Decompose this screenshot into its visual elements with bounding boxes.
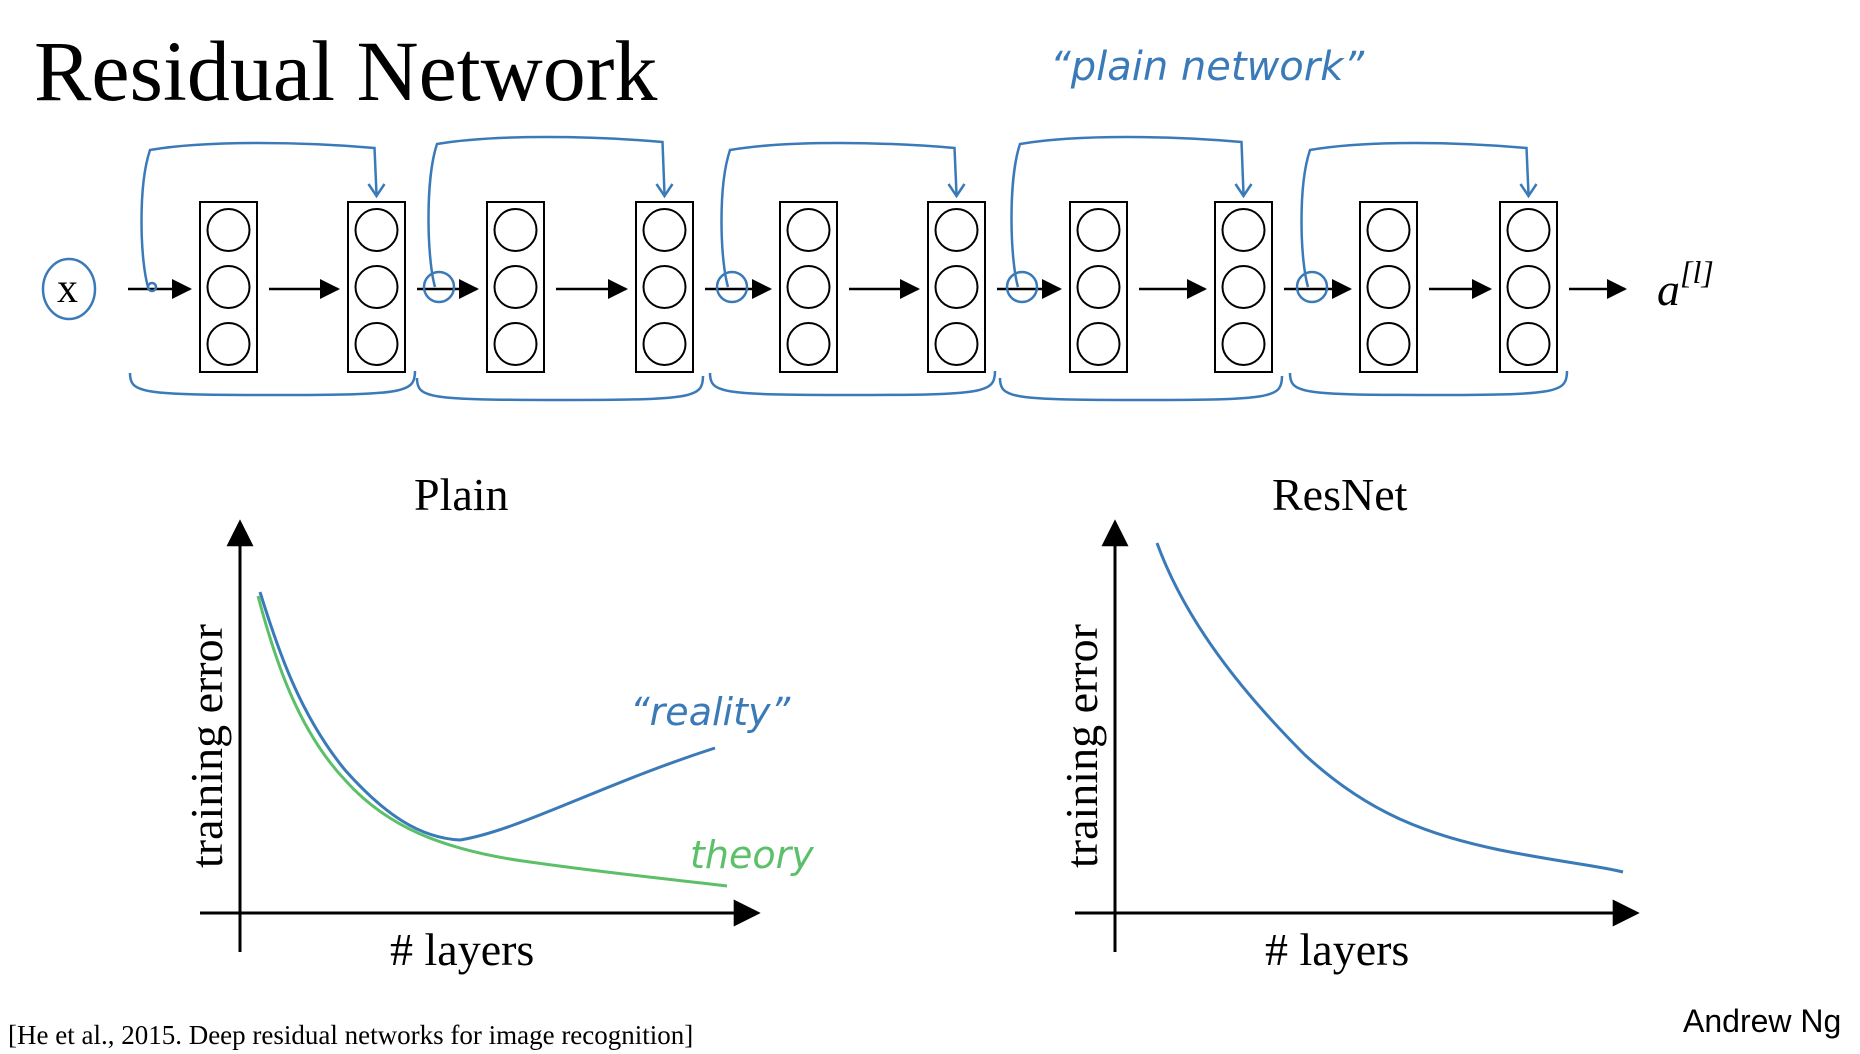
slide-title: Residual Network xyxy=(34,23,657,119)
layer-box-4 xyxy=(635,201,694,373)
layer-box-1 xyxy=(199,201,258,373)
author-name: Andrew Ng xyxy=(1683,1003,1841,1039)
neuron-6-3 xyxy=(934,322,979,366)
input-node-label: x xyxy=(57,266,78,312)
plain-theory-curve xyxy=(256,595,728,888)
neuron-4-3 xyxy=(642,322,687,366)
plain-y-label: training error xyxy=(181,624,232,868)
resnet-chart-title: ResNet xyxy=(1272,469,1408,520)
plain-network-annotation: “plain network” xyxy=(1050,44,1364,90)
skip-origin-4 xyxy=(1005,270,1039,304)
skip-arrowhead-1 xyxy=(367,183,386,199)
neuron-1-2 xyxy=(206,265,251,309)
neuron-5-2 xyxy=(786,265,831,309)
citation: [He et al., 2015. Deep residual networks… xyxy=(8,1020,693,1050)
neuron-3-1 xyxy=(493,208,538,252)
plain-chart-title: Plain xyxy=(414,469,509,520)
neuron-1-3 xyxy=(206,322,251,366)
neuron-1-1 xyxy=(206,208,251,252)
neuron-4-2 xyxy=(642,265,687,309)
resnet-chart: ResNet # layers training error xyxy=(1056,469,1640,975)
plain-chart: Plain # layers training error “reality” … xyxy=(181,469,814,975)
neuron-2-1 xyxy=(354,208,399,252)
neuron-8-2 xyxy=(1221,265,1266,309)
skip-connection-3 xyxy=(720,141,958,288)
layer-box-6 xyxy=(927,201,986,373)
block-brace-4 xyxy=(998,375,1284,402)
neuron-4-1 xyxy=(642,208,687,252)
neuron-8-1 xyxy=(1221,208,1266,252)
neuron-5-3 xyxy=(786,322,831,366)
resnet-y-label: training error xyxy=(1056,624,1107,868)
layer-box-5 xyxy=(779,201,838,373)
neuron-9-3 xyxy=(1366,322,1411,366)
skip-origin-5 xyxy=(1295,270,1329,304)
skip-connection-5 xyxy=(1300,141,1530,288)
neuron-6-1 xyxy=(934,208,979,252)
neuron-10-3 xyxy=(1506,322,1551,366)
neuron-3-3 xyxy=(493,322,538,366)
neuron-7-1 xyxy=(1076,208,1121,252)
output-label: a[l] xyxy=(1657,254,1714,315)
resnet-x-label: # layers xyxy=(1265,924,1409,975)
neuron-6-2 xyxy=(934,265,979,309)
neuron-9-1 xyxy=(1366,208,1411,252)
neuron-9-2 xyxy=(1366,265,1411,309)
plain-theory-label: theory xyxy=(690,833,814,877)
skip-connection-2 xyxy=(427,135,666,288)
input-node-circle xyxy=(41,257,97,321)
neuron-10-1 xyxy=(1506,208,1551,252)
neuron-2-2 xyxy=(354,265,399,309)
layer-box-9 xyxy=(1359,201,1418,373)
neuron-7-2 xyxy=(1076,265,1121,309)
skip-arrowhead-3 xyxy=(947,183,966,199)
skip-origin-2 xyxy=(422,270,456,304)
block-brace-1 xyxy=(128,370,417,397)
skip-connection-4 xyxy=(1010,135,1245,288)
skip-origin-1 xyxy=(146,281,158,293)
plain-reality-curve xyxy=(258,591,716,842)
skip-arrowhead-5 xyxy=(1519,183,1538,199)
neuron-10-2 xyxy=(1506,265,1551,309)
neuron-3-2 xyxy=(493,265,538,309)
layer-box-3 xyxy=(486,201,545,373)
block-brace-2 xyxy=(415,375,705,402)
skip-arrowhead-2 xyxy=(655,183,674,199)
output-label-base: a xyxy=(1657,264,1680,315)
block-brace-3 xyxy=(708,370,997,397)
neuron-5-1 xyxy=(786,208,831,252)
layer-box-7 xyxy=(1069,201,1128,373)
layer-box-10 xyxy=(1499,201,1558,373)
skip-arrowhead-4 xyxy=(1234,183,1253,199)
network-diagram xyxy=(128,135,1627,402)
plain-x-label: # layers xyxy=(390,924,534,975)
plain-reality-label: “reality” xyxy=(630,690,790,734)
layer-box-8 xyxy=(1214,201,1273,373)
resnet-curve xyxy=(1155,542,1624,874)
block-brace-5 xyxy=(1288,370,1569,397)
output-label-superscript: [l] xyxy=(1680,254,1714,290)
layer-box-2 xyxy=(347,201,406,373)
neuron-8-3 xyxy=(1221,322,1266,366)
neuron-7-3 xyxy=(1076,322,1121,366)
skip-origin-3 xyxy=(715,270,749,304)
skip-connection-1 xyxy=(140,141,378,288)
neuron-2-3 xyxy=(354,322,399,366)
